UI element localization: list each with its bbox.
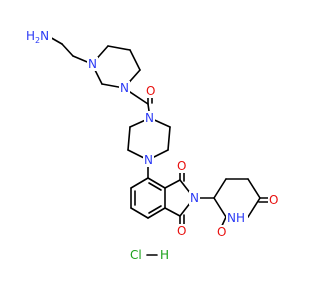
bond-chain-2 [61, 43, 74, 57]
bond-pip1-b [107, 45, 131, 51]
bond-glut-f [213, 197, 227, 218]
bond-glut-c [247, 178, 261, 199]
glut-o-right: O [269, 193, 278, 207]
bond-glut-d [247, 197, 261, 218]
pip1-n-top: N [88, 57, 97, 71]
bond-ring-c [147, 207, 166, 219]
amine-h: H [26, 29, 35, 43]
bond-pip2-e [127, 126, 131, 151]
bond-imide-d [164, 207, 181, 217]
bond-pip2-b [167, 126, 171, 151]
pip2-n-top: N [145, 111, 154, 125]
bond-glut-a [213, 178, 227, 199]
bond-imide-a [164, 179, 181, 189]
pip1-n-bottom: N [120, 81, 129, 95]
imide-n: N [190, 191, 199, 205]
salt-cl: Cl [130, 248, 142, 262]
amine-label: H2N [26, 29, 49, 45]
imide-o-top: O [177, 159, 186, 173]
carbonyl-o: O [146, 84, 155, 98]
glut-o-left: O [217, 225, 226, 239]
bond-ring-inner-2 [148, 205, 162, 214]
salt-h: H [160, 248, 169, 262]
pip2-n-bottom: N [144, 153, 153, 167]
bond-ring-a [147, 177, 166, 189]
molecule-structure: H2N N N O N N O N O O NH O [25, 27, 280, 262]
glut-nh: NH [227, 211, 245, 225]
bond-ring-f [130, 177, 149, 189]
imide-o-bottom: O [177, 224, 186, 238]
amine-sub: 2 [35, 36, 40, 45]
bond-pip1-c [129, 49, 141, 71]
atom-layer: H2N N N O N N O N O O NH O [25, 27, 280, 262]
bond-ring-d [130, 207, 149, 219]
bond-ring-inner-1 [148, 182, 162, 191]
amine-n: N [40, 29, 49, 43]
